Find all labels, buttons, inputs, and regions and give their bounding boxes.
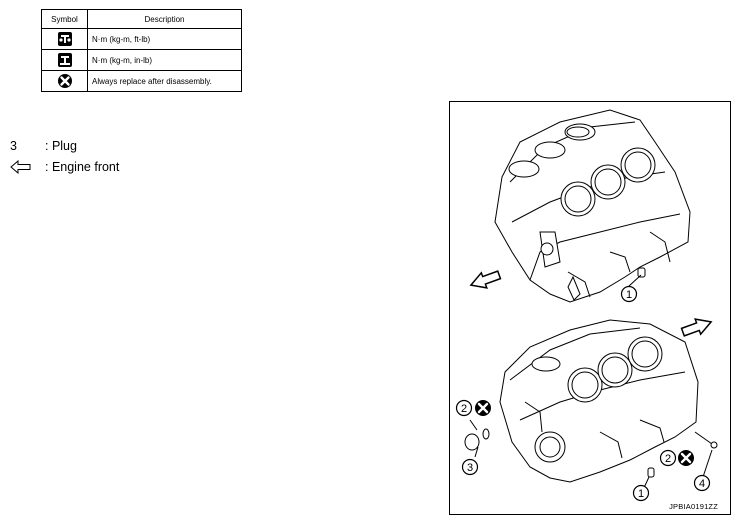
- key-text: : Plug: [45, 139, 77, 153]
- legend-header-symbol: Symbol: [41, 9, 88, 29]
- engine-front-arrow-icon: [10, 159, 32, 178]
- torque-wrench-icon: [41, 28, 88, 50]
- legend-row: Always replace after disassembly.: [41, 70, 242, 92]
- torque-wrench-small-icon: [41, 49, 88, 71]
- svg-text:2: 2: [461, 403, 467, 415]
- legend-description: N·m (kg-m, ft-lb): [87, 28, 242, 50]
- svg-text:2: 2: [665, 453, 671, 465]
- engine-front-arrow-icon: [469, 270, 502, 289]
- callout-4: 4: [693, 474, 711, 492]
- engine-block-drawing: 1 2 2 3 4 1: [455, 109, 718, 502]
- replace-x-icon: [475, 400, 491, 416]
- engine-block-illustration: 1 2 2 3 4 1 JPBIA0191ZZ: [449, 101, 731, 515]
- svg-text:4: 4: [699, 478, 705, 490]
- callout-3: 3: [461, 458, 479, 476]
- legend-header-row: Symbol Description: [41, 9, 242, 29]
- key-number: 3: [10, 139, 17, 153]
- callout-2: 2: [455, 399, 473, 417]
- symbol-legend-table: Symbol Description N·m (kg-m, ft-lb) N·m…: [41, 9, 242, 92]
- engine-block-lower: [464, 319, 718, 483]
- legend-description: Always replace after disassembly.: [87, 70, 242, 92]
- callout-1: 1: [620, 285, 638, 303]
- figure-code: JPBIA0191ZZ: [669, 502, 718, 511]
- svg-text:1: 1: [626, 289, 632, 301]
- svg-text:3: 3: [467, 462, 473, 474]
- legend-description: N·m (kg-m, in-lb): [87, 49, 242, 71]
- legend-header-description: Description: [87, 9, 242, 29]
- legend-row: N·m (kg-m, ft-lb): [41, 28, 242, 50]
- replace-x-icon: [678, 450, 694, 466]
- key-text: : Engine front: [45, 160, 120, 174]
- engine-front-arrow-icon: [680, 318, 713, 337]
- callout-2: 2: [659, 449, 677, 467]
- legend-row: N·m (kg-m, in-lb): [41, 49, 242, 71]
- svg-text:1: 1: [638, 488, 644, 500]
- engine-block-upper: [494, 109, 691, 303]
- callout-1: 1: [632, 484, 650, 502]
- replace-x-icon: [41, 70, 88, 92]
